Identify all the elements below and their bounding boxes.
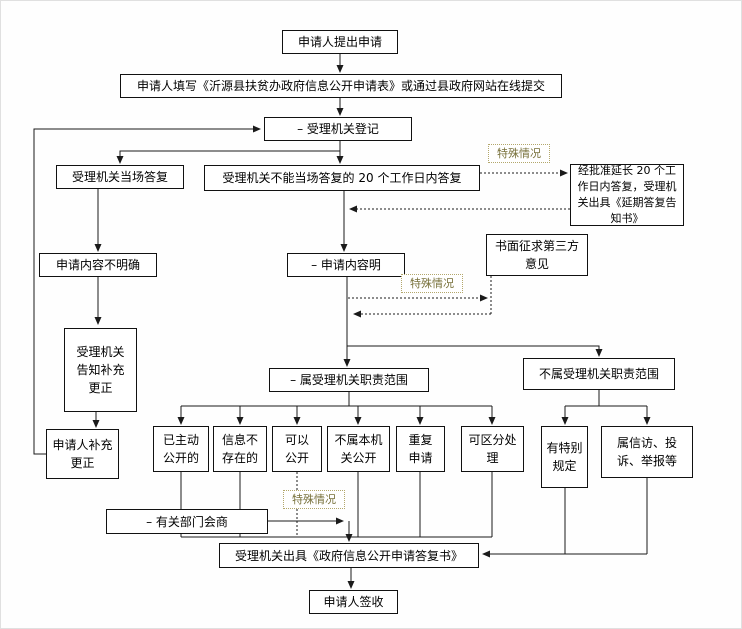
node-notify-supplement-correction: 受理机关 告知补充 更正 <box>64 328 137 412</box>
node-repeated-application: 重复 申请 <box>396 426 445 472</box>
node-reply-within-20-days: 受理机关不能当场答复的 20 个工作日内答复 <box>204 165 480 191</box>
special-case-label-third-party: 特殊情况 <box>401 274 463 293</box>
solid-connectors <box>33 54 651 589</box>
node-separable-handling: 可区分处 理 <box>461 426 524 472</box>
node-can-disclose: 可以 公开 <box>272 426 322 472</box>
node-petition-complaint-report: 属信访、投 诉、举报等 <box>601 426 693 478</box>
node-content-unclear: 申请内容不明确 <box>39 253 157 277</box>
node-onspot-reply: 受理机关当场答复 <box>56 165 184 189</box>
special-case-label-extension: 特殊情况 <box>488 144 550 163</box>
node-already-public: 已主动 公开的 <box>153 426 209 472</box>
node-applicant-signs-receipt: 申请人签收 <box>309 590 398 614</box>
node-within-authority-scope: – 属受理机关职责范围 <box>269 368 429 392</box>
node-applicant-submits-application: 申请人提出申请 <box>282 30 398 54</box>
node-other-agency-disclosure: 不属本机 关公开 <box>327 426 390 472</box>
dashed-connectors <box>296 169 570 537</box>
node-special-rules: 有特别 规定 <box>541 426 588 488</box>
node-applicant-supplements: 申请人补充 更正 <box>46 429 119 479</box>
special-case-label-consultation: 特殊情况 <box>283 490 345 509</box>
node-content-clear: – 申请内容明 <box>287 253 405 277</box>
node-info-not-exist: 信息不 存在的 <box>213 426 267 472</box>
node-issue-reply-document: 受理机关出具《政府信息公开申请答复书》 <box>219 543 479 568</box>
node-accepting-authority-registers: – 受理机关登记 <box>264 117 412 141</box>
node-outside-authority-scope: 不属受理机关职责范围 <box>523 358 675 390</box>
node-fill-application-form: 申请人填写《沂源县扶贫办政府信息公开申请表》或通过县政府网站在线提交 <box>120 74 562 98</box>
node-seek-third-party-opinion: 书面征求第三方意见 <box>486 234 588 276</box>
node-approved-extension-notice: 经批准延长 20 个工作日内答复，受理机关出具《延期答复告知书》 <box>570 164 684 226</box>
node-department-consultation: – 有关部门会商 <box>106 509 268 534</box>
